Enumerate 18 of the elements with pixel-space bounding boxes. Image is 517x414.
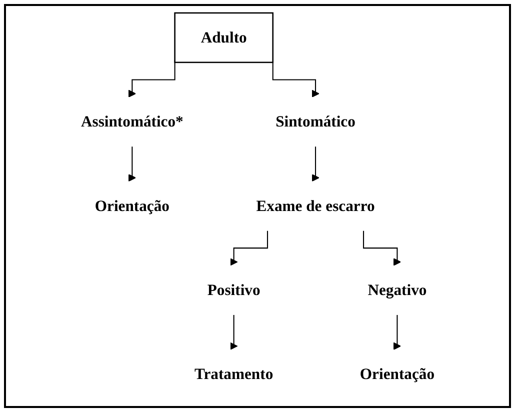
node-text: Orientação [360, 365, 434, 383]
node-text: Positivo [207, 281, 260, 298]
arrow [311, 146, 320, 182]
arrow [230, 230, 268, 266]
arrow [230, 314, 238, 350]
node-text: Orientação [94, 196, 170, 214]
node-box [174, 12, 274, 64]
flowchart: Adulto Assintomático* Sintomático Orientação Exame de escarro Positivo Negativo Tratamento Orientação [48, 6, 468, 406]
arrow [128, 60, 176, 98]
arrow [393, 314, 401, 350]
arrow [272, 60, 320, 98]
node-text: Exame de escarro [256, 196, 375, 214]
node-text: Assintomático* [80, 112, 184, 130]
arrow [128, 146, 136, 182]
node-text: Tratamento [194, 365, 273, 383]
node-text: Sintomático [275, 112, 356, 130]
node-text: Negativo [367, 281, 426, 298]
arrow [362, 230, 401, 266]
